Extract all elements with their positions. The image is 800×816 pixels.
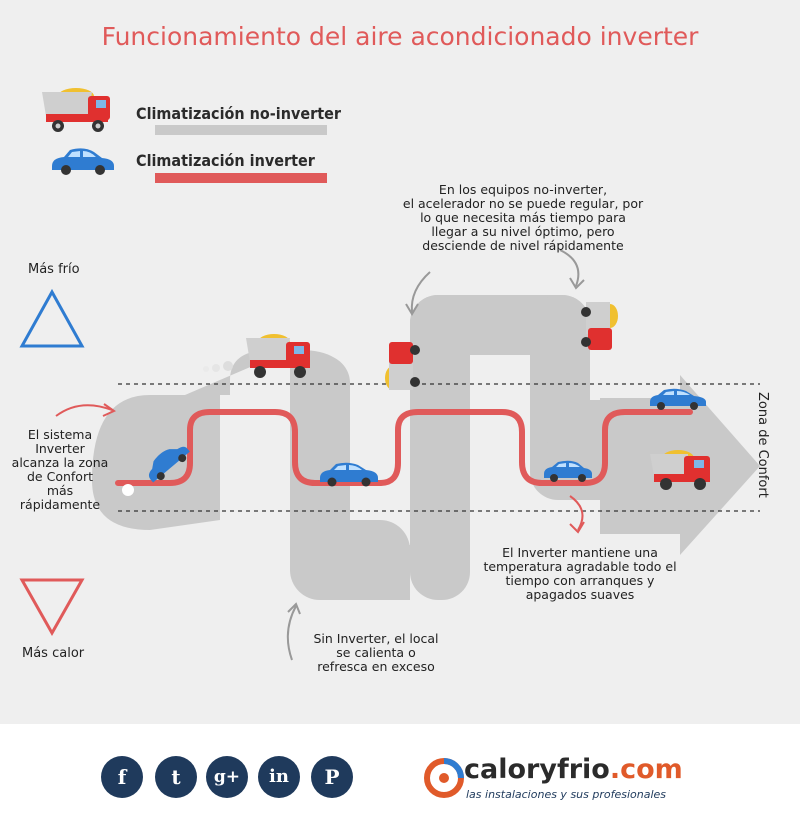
note-line: Inverter xyxy=(35,441,85,456)
arrow-head-icon xyxy=(287,602,301,615)
note-line: Sin Inverter, el local xyxy=(313,631,439,646)
truck-icon xyxy=(385,342,420,390)
arrow-icon xyxy=(559,249,580,287)
exhaust-puff xyxy=(122,484,134,496)
legend-bar-non-inverter xyxy=(155,125,327,135)
arrow-icon xyxy=(410,271,431,313)
note-line: se calienta o xyxy=(336,645,416,660)
arrow-head-icon xyxy=(102,403,117,417)
legend-car-icon xyxy=(52,148,114,175)
truck-icon xyxy=(650,450,710,490)
note-line: más xyxy=(46,483,74,498)
note-line: rápidamente xyxy=(19,497,101,512)
legend-truck-icon xyxy=(42,88,110,132)
note-line: tiempo con arranques y xyxy=(505,573,655,588)
car-icon xyxy=(544,460,592,482)
note-inverter-fast: El sistema Inverter alcanza la zona de C… xyxy=(2,428,118,512)
linkedin-icon[interactable]: in xyxy=(258,756,300,798)
note-line: temperatura agradable todo el xyxy=(483,559,677,574)
car-icon xyxy=(650,388,706,410)
note-line: El sistema xyxy=(27,427,93,442)
note-line: El Inverter mantiene una xyxy=(502,545,658,560)
brand-suffix: .com xyxy=(609,754,683,785)
truck-icon xyxy=(581,302,618,350)
legend-inverter-label: Climatización inverter xyxy=(136,151,315,170)
note-non-inverter-excess: Sin Inverter, el local se calienta o ref… xyxy=(302,632,450,674)
diagram-canvas xyxy=(19,88,760,661)
brand-name: caloryfrio xyxy=(464,754,610,785)
note-line: lo que necesita más tiempo para xyxy=(420,210,626,225)
brand-tagline: las instalaciones y sus profesionales xyxy=(466,788,667,801)
note-line: el acelerador no se puede regular, por xyxy=(402,196,644,211)
twitter-icon[interactable]: t xyxy=(155,756,197,798)
colder-triangle-icon xyxy=(19,288,85,348)
arrow-head-icon xyxy=(569,277,585,290)
note-line: refresca en exceso xyxy=(317,659,435,674)
arrow-head-icon xyxy=(569,521,585,534)
brand-logo[interactable]: caloryfrio.com xyxy=(464,754,683,785)
colder-label: Más frío xyxy=(28,262,80,277)
arrow-icon xyxy=(569,495,584,531)
caloryfrio-logo-icon xyxy=(424,758,464,798)
note-line: llegar a su nivel óptimo, pero xyxy=(431,224,615,239)
note-line: En los equipos no-inverter, xyxy=(438,182,608,197)
legend-non-inverter-label: Climatización no-inverter xyxy=(136,104,341,123)
pinterest-icon[interactable]: P xyxy=(311,756,353,798)
arrow-icon xyxy=(286,605,297,661)
legend-bar-inverter xyxy=(155,173,327,183)
note-line: alcanza la zona xyxy=(11,455,109,470)
note-line: desciende de nivel rápidamente xyxy=(422,238,624,253)
note-line: de Confort xyxy=(27,469,93,484)
google-plus-icon[interactable]: g+ xyxy=(206,756,248,798)
car-icon xyxy=(148,446,190,483)
hotter-label: Más calor xyxy=(22,646,85,661)
note-non-inverter: En los equipos no-inverter, el acelerado… xyxy=(378,183,668,253)
inverter-line xyxy=(115,409,693,486)
comfort-zone-label: Zona de Confort xyxy=(755,392,770,498)
note-line: apagados suaves xyxy=(525,587,635,602)
footer: f t g+ in P caloryfrio.com las instalaci… xyxy=(0,724,800,816)
hotter-triangle-icon xyxy=(19,578,85,637)
arrow-icon xyxy=(55,404,113,417)
note-inverter-steady: El Inverter mantiene una temperatura agr… xyxy=(460,546,700,602)
facebook-icon[interactable]: f xyxy=(101,756,143,798)
page-title: Funcionamiento del aire acondicionado in… xyxy=(101,22,699,51)
car-icon xyxy=(320,462,378,487)
arrow-head-icon xyxy=(405,303,419,316)
truck-icon xyxy=(203,334,310,378)
